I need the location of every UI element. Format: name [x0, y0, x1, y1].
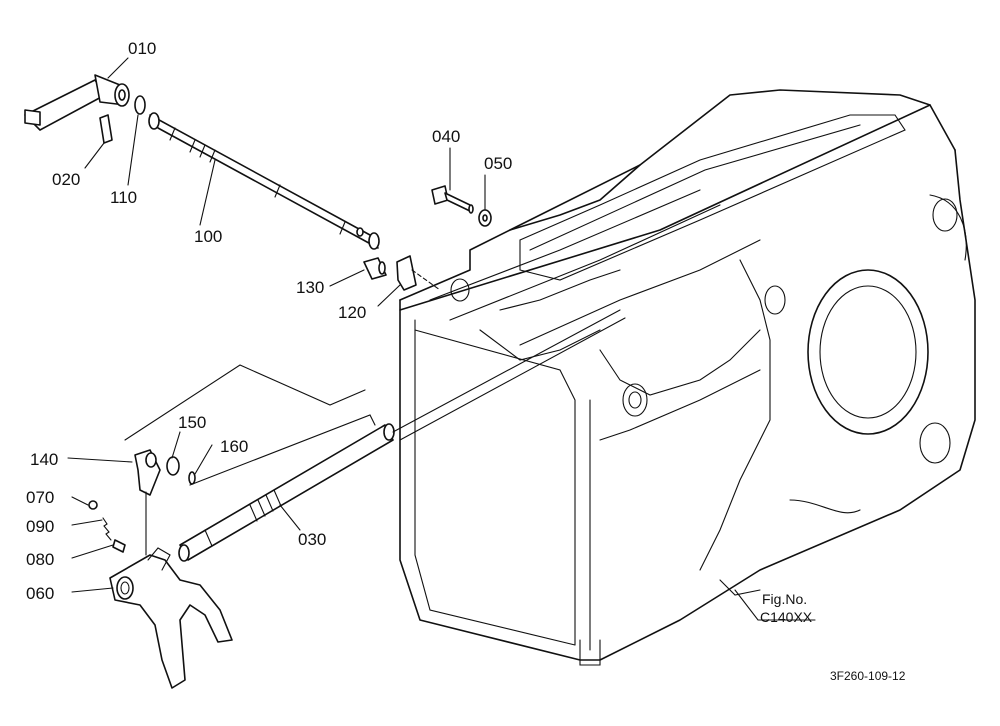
callout-140: 140	[30, 450, 58, 469]
callout-040: 040	[432, 127, 460, 146]
leader-160-route	[189, 414, 376, 486]
nut-050	[478, 209, 492, 227]
callout-020: 020	[52, 170, 80, 189]
callout-010: 010	[128, 39, 156, 58]
callout-050: 050	[484, 154, 512, 173]
shift-fork-060	[109, 547, 233, 689]
shifter-rod-030	[178, 309, 626, 562]
transmission-housing	[399, 89, 976, 666]
plug-080	[112, 539, 126, 553]
pin-020	[99, 114, 113, 144]
callout-120: 120	[338, 303, 366, 322]
callout-labels: 010 020 110 100 040 050 130 120 150 140 …	[26, 39, 512, 603]
shaft-100	[148, 112, 380, 250]
drawing-code: 3F260-109-12	[830, 669, 906, 683]
callout-160: 160	[220, 437, 248, 456]
leader-lines	[67, 57, 816, 621]
joint-140	[134, 449, 161, 556]
callout-110: 110	[110, 188, 137, 207]
callout-090: 090	[26, 517, 54, 536]
spring-090	[102, 517, 112, 541]
leader-150-route	[124, 364, 366, 441]
callout-030: 030	[298, 530, 326, 549]
bracket-120-dash	[411, 269, 441, 291]
callout-130: 130	[296, 278, 324, 297]
callout-070: 070	[26, 488, 54, 507]
ring-160	[188, 471, 196, 485]
bracket-120	[396, 255, 417, 291]
bolt-040	[431, 185, 474, 214]
figure-number-line2: C140XX	[760, 609, 813, 625]
figure-number-line1: Fig.No.	[762, 591, 807, 607]
shift-arm-010	[24, 74, 130, 131]
callout-080: 080	[26, 550, 54, 569]
bushing-150	[166, 456, 180, 476]
o-ring-110	[134, 95, 146, 115]
callout-100: 100	[194, 227, 222, 246]
figure-number: Fig.No. C140XX	[760, 591, 813, 625]
callout-060: 060	[26, 584, 54, 603]
fitting-130	[363, 257, 387, 280]
callout-150: 150	[178, 413, 206, 432]
ball-070	[88, 500, 98, 510]
